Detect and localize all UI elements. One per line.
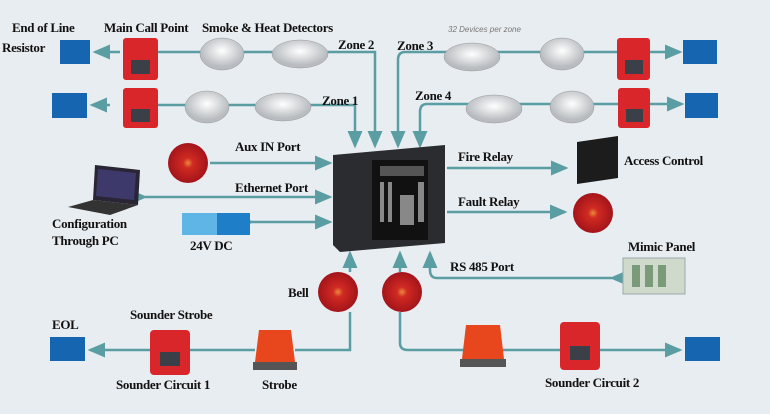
wiring xyxy=(87,44,685,358)
mimic-panel-label: Mimic Panel xyxy=(628,239,696,254)
fire-relay-label: Fire Relay xyxy=(458,149,513,164)
strobe-label: Strobe xyxy=(262,377,297,392)
resistor-label: Resistor xyxy=(2,40,46,55)
smoke-heat-detectors xyxy=(184,37,595,124)
access-control-label: Access Control xyxy=(624,153,703,168)
config-label-1: Configuration xyxy=(52,216,127,231)
main-call-point-label: Main Call Point xyxy=(104,20,189,35)
battery-24v xyxy=(182,213,250,235)
rs485-label: RS 485 Port xyxy=(450,259,514,274)
access-control-unit xyxy=(577,136,618,184)
devices-per-zone-note: 32 Devices per zone xyxy=(448,25,521,34)
bells xyxy=(168,143,613,312)
eol-resistors xyxy=(50,40,720,361)
zone2-label: Zone 2 xyxy=(338,37,375,52)
eol-label: EOL xyxy=(52,317,79,332)
config-label-2: Through PC xyxy=(52,233,119,248)
sounder-circuit1-label: Sounder Circuit 1 xyxy=(116,377,211,392)
sounder-strobes xyxy=(150,322,600,375)
sounder-strobe-label: Sounder Strobe xyxy=(130,307,213,322)
sounder-circuit2-label: Sounder Circuit 2 xyxy=(545,375,640,390)
zone1-label: Zone 1 xyxy=(322,93,359,108)
zone3-label: Zone 3 xyxy=(397,38,434,53)
dc-label: 24V DC xyxy=(190,238,233,253)
fault-relay-label: Fault Relay xyxy=(458,194,520,209)
ethernet-label: Ethernet Port xyxy=(235,180,308,195)
call-points xyxy=(123,38,650,128)
smoke-heat-label: Smoke & Heat Detectors xyxy=(202,20,333,35)
end-of-line-label: End of Line xyxy=(12,20,75,35)
bell-label: Bell xyxy=(288,285,309,300)
fire-alarm-control-panel xyxy=(333,145,445,252)
laptop xyxy=(68,165,140,215)
mimic-panel xyxy=(622,257,686,295)
zone4-label: Zone 4 xyxy=(415,88,452,103)
aux-in-label: Aux IN Port xyxy=(235,139,301,154)
